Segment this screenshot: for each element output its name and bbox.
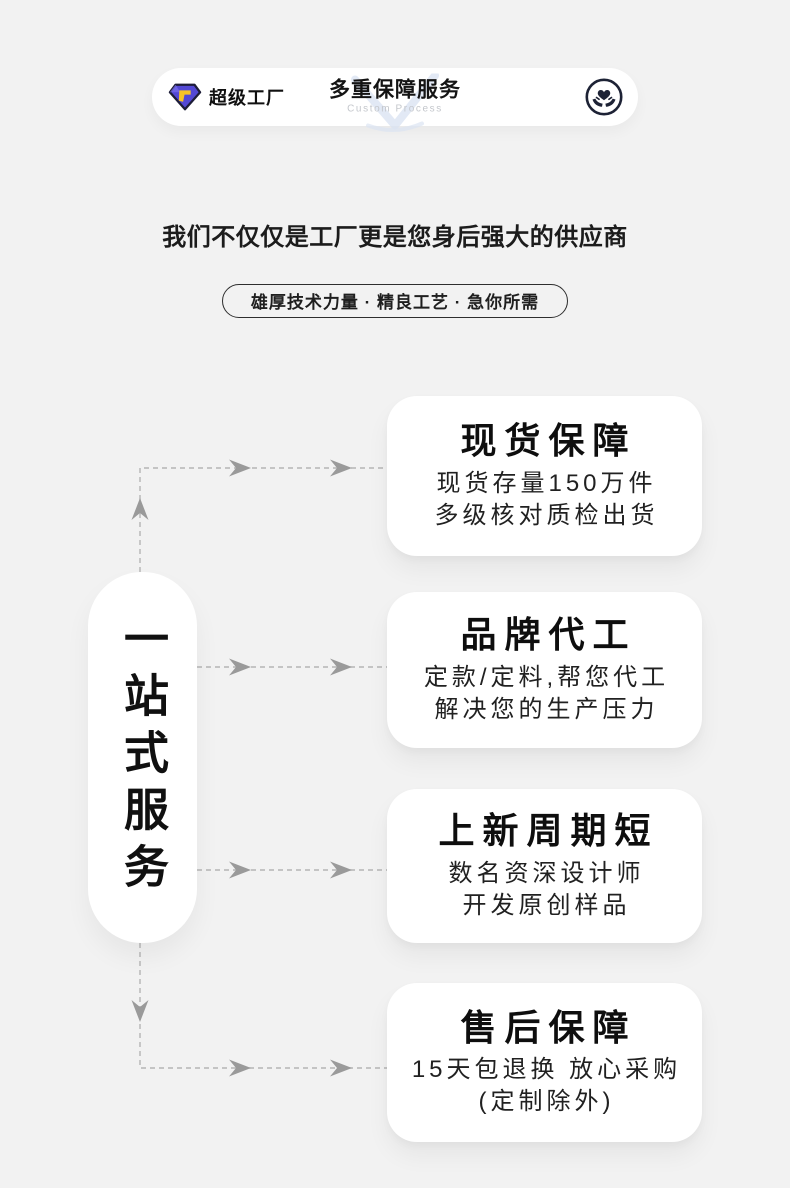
brand-name: 超级工厂 <box>209 88 285 108</box>
card-line: 现货存量150万件 <box>436 469 657 497</box>
card-title: 品牌代工 <box>460 614 637 656</box>
card-title: 上新周期短 <box>438 810 659 852</box>
card-line: 15天包退换 放心采购 <box>411 1056 682 1084</box>
header-subtitle: Custom Process <box>347 103 443 115</box>
service-card-fast-new-arrivals: 上新周期短 数名资深设计师 开发原创样品 <box>387 789 702 943</box>
card-body: 数名资深设计师 开发原创样品 <box>445 858 645 922</box>
card-line: 多级核对质检出货 <box>434 501 659 529</box>
header-title: 多重保障服务 <box>329 78 461 102</box>
service-card-brand-oem: 品牌代工 定款/定料,帮您代工 解决您的生产压力 <box>387 592 702 748</box>
card-body: 定款/定料,帮您代工 解决您的生产压力 <box>420 662 669 726</box>
card-line: 数名资深设计师 <box>448 859 645 887</box>
card-body: 15天包退换 放心采购 (定制除外) <box>408 1054 681 1118</box>
process-watermark-icon <box>351 73 439 132</box>
card-line: 解决您的生产压力 <box>434 695 659 723</box>
connector-line-1 <box>139 467 387 572</box>
connector-line-4 <box>139 943 388 1069</box>
header-title-group: 多重保障服务 Custom Process <box>275 73 515 132</box>
card-title: 现货保障 <box>460 420 637 462</box>
header-banner: 超级工厂 多重保障服务 Custom Process <box>152 68 638 132</box>
card-body: 现货存量150万件 多级核对质检出货 <box>431 468 659 532</box>
service-card-after-sales: 售后保障 15天包退换 放心采购 (定制除外) <box>387 983 702 1142</box>
main-headline: 我们不仅仅是工厂更是您身后强大的供应商 <box>162 224 628 251</box>
diamond-gem-icon <box>168 83 202 111</box>
card-line: 定款/定料,帮您代工 <box>423 663 670 691</box>
card-title: 售后保障 <box>460 1006 637 1048</box>
one-stop-service-label: 一站式服务 <box>117 615 168 900</box>
service-card-stock-guarantee: 现货保障 现货存量150万件 多级核对质检出货 <box>387 396 702 556</box>
hands-holding-heart-icon <box>585 78 623 116</box>
one-stop-service-pill: 一站式服务 <box>88 572 197 943</box>
tagline-capsule: 雄厚技术力量 · 精良工艺 · 急你所需 <box>221 284 569 318</box>
card-line: 开发原创样品 <box>462 891 631 919</box>
tagline-wrap: 雄厚技术力量 · 精良工艺 · 急你所需 <box>0 284 790 318</box>
card-line: (定制除外) <box>478 1088 615 1116</box>
brand-logo-group: 超级工厂 <box>168 82 285 112</box>
